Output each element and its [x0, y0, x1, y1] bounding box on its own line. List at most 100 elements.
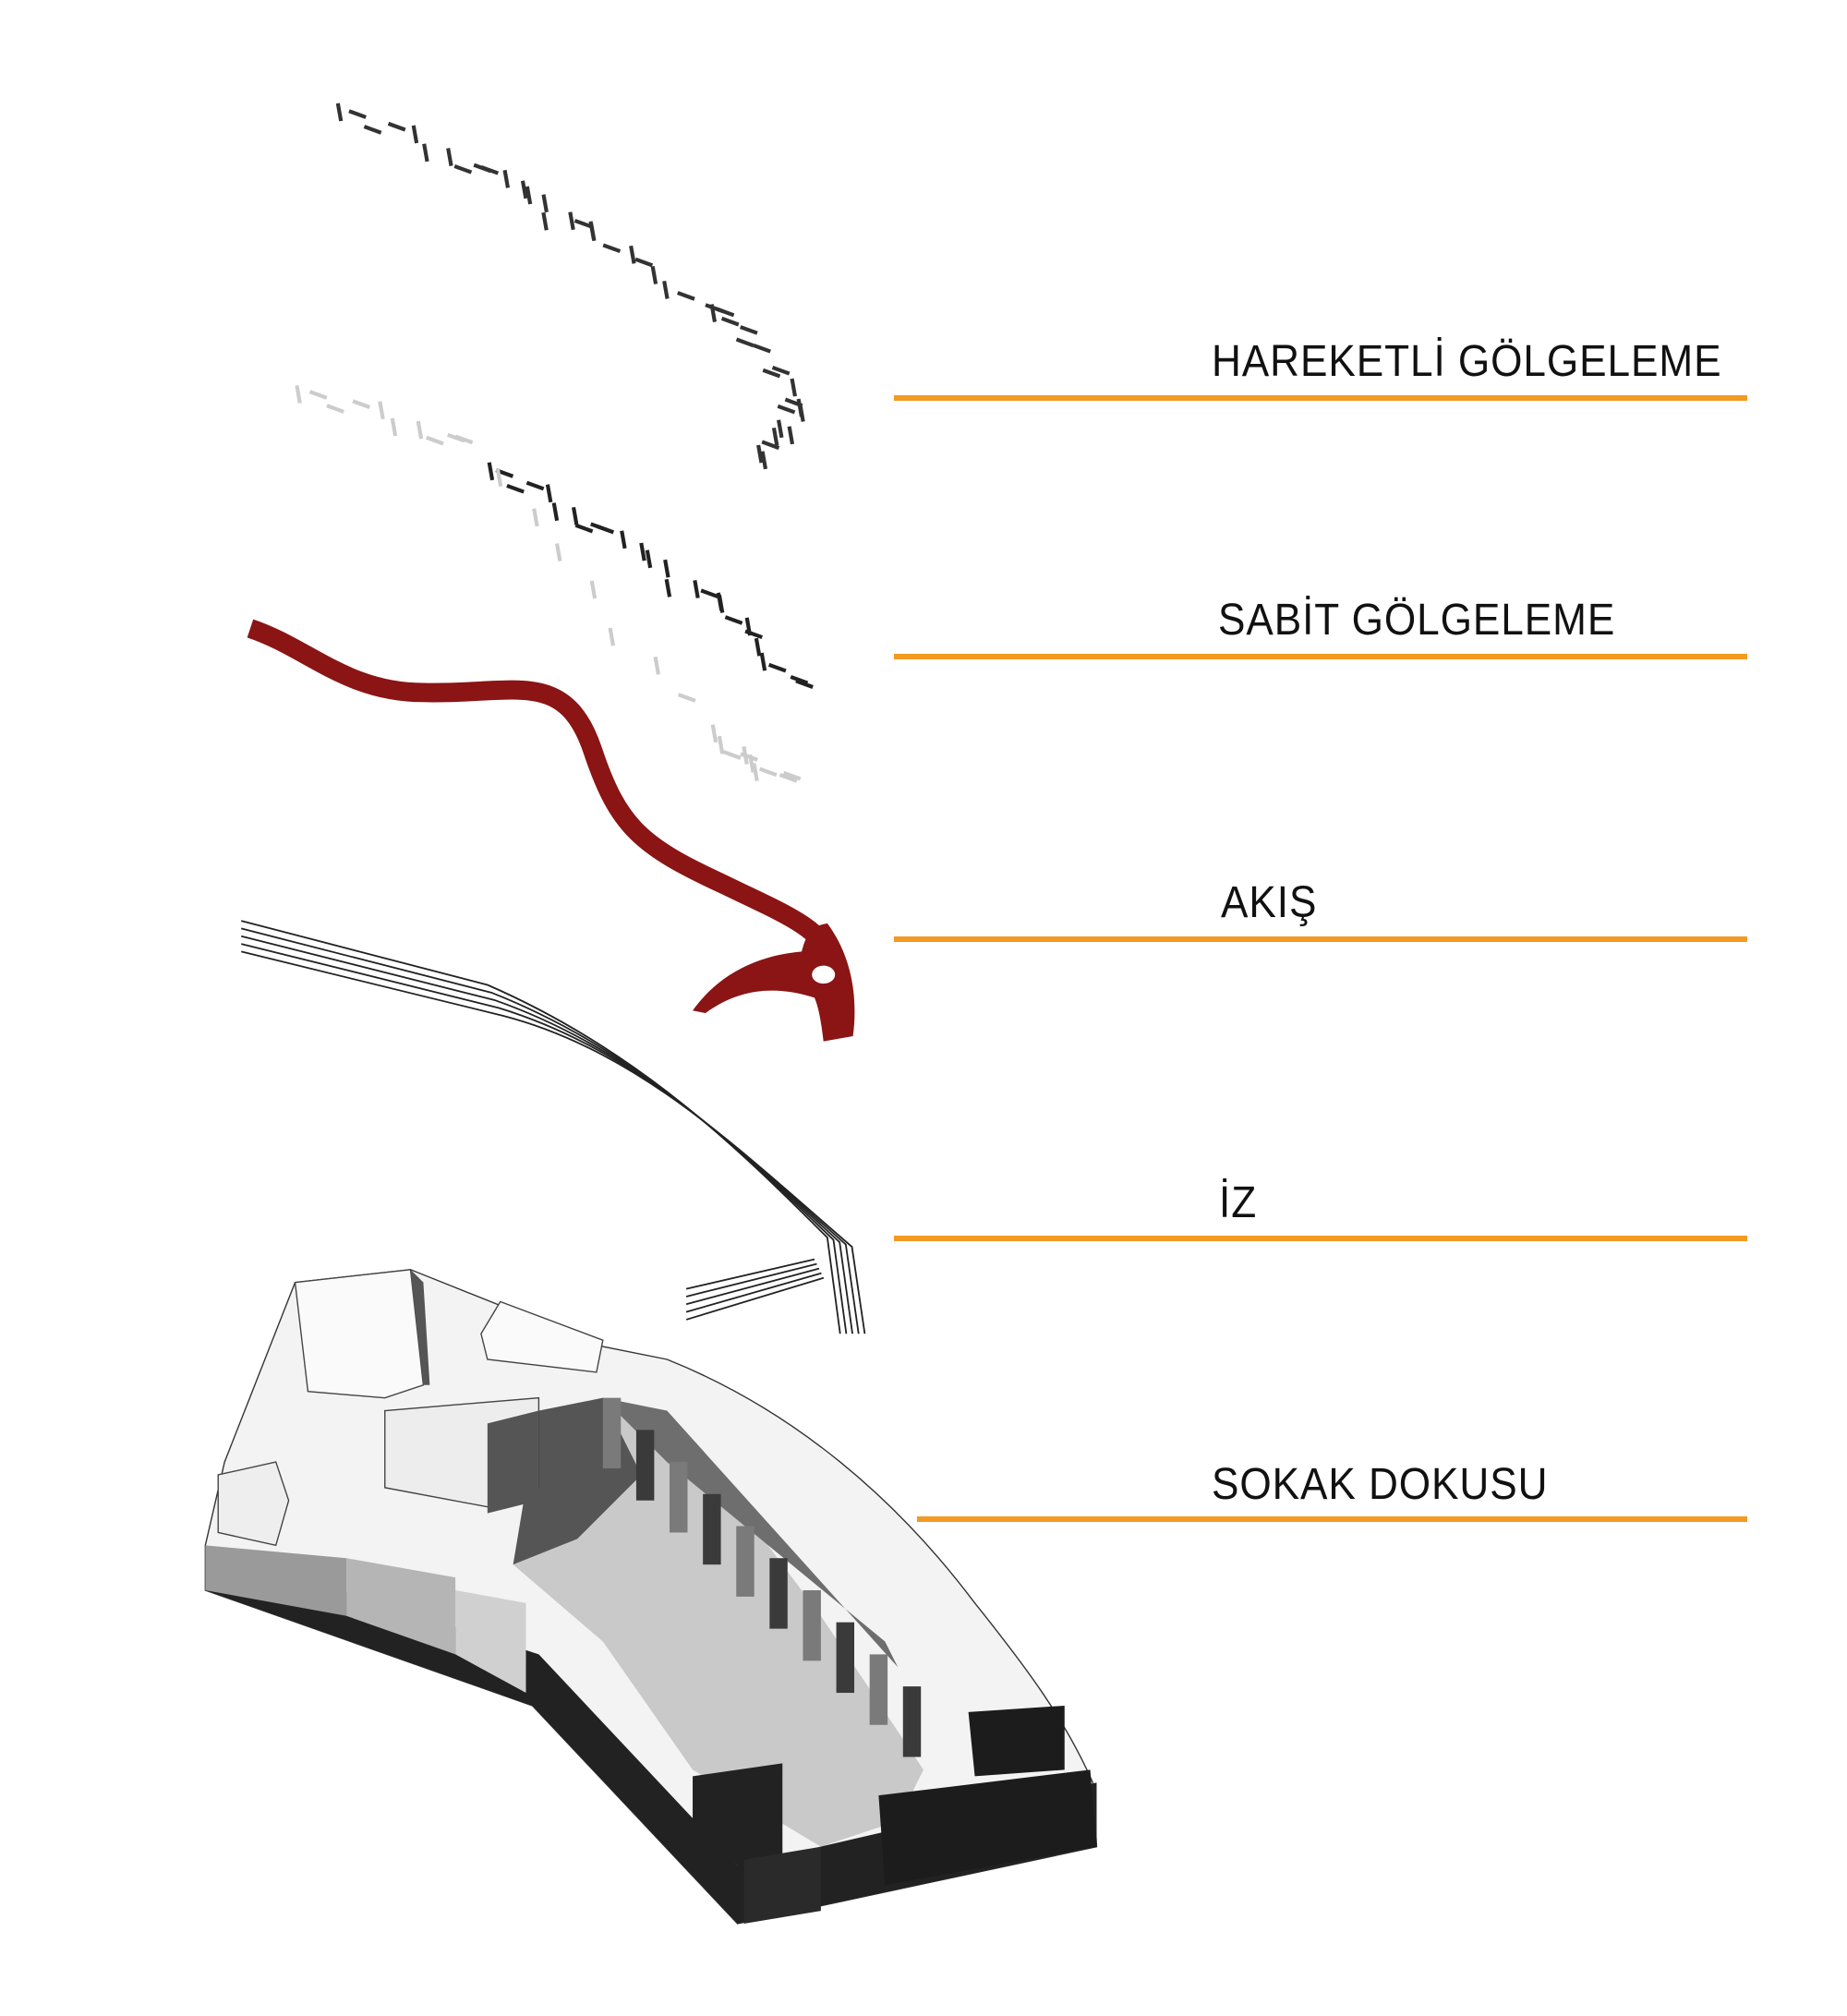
flow-head	[693, 923, 855, 1042]
wall-step	[803, 1589, 821, 1661]
shade-dash	[752, 763, 759, 781]
shade-dash	[387, 121, 406, 132]
shade-dash	[735, 337, 754, 348]
shade-dash	[525, 186, 533, 205]
shade-dash	[796, 398, 804, 417]
shade-dash	[602, 243, 622, 254]
shade-dash	[572, 506, 579, 525]
shade-dash	[426, 435, 444, 446]
shade-dash	[777, 404, 796, 415]
shade-dash	[502, 169, 511, 188]
building-a	[294, 1269, 425, 1399]
shade-dash	[756, 444, 764, 464]
trace-line	[685, 1258, 815, 1290]
shade-dash	[378, 401, 385, 420]
shade-dash	[717, 735, 725, 754]
shade-dash	[771, 365, 791, 376]
shade-dash	[326, 404, 344, 414]
shade-dash	[759, 652, 767, 671]
trace-line	[241, 935, 853, 1334]
leader-line-fixed-shading	[894, 654, 1747, 659]
shade-dash	[596, 524, 615, 535]
shade-dash	[754, 637, 762, 657]
shade-dash	[348, 109, 367, 119]
shade-dash	[760, 451, 768, 470]
shade-dash	[588, 223, 597, 242]
shade-dash	[762, 368, 781, 379]
building-a-side	[410, 1269, 430, 1385]
label-flow: AKIŞ	[1221, 878, 1318, 927]
shade-dash	[662, 280, 670, 299]
shade-dash	[700, 588, 719, 599]
shade-dash	[573, 218, 593, 229]
facade-mid	[346, 1558, 456, 1655]
shade-dash	[779, 773, 798, 783]
shade-dash	[495, 468, 503, 488]
shade-dash	[453, 163, 473, 175]
leader-line-moving-shading	[894, 395, 1747, 401]
shade-dash	[717, 594, 725, 613]
shade-dash	[753, 343, 771, 354]
wall-step	[602, 1397, 622, 1469]
shade-dash	[693, 580, 700, 598]
shade-dash	[568, 211, 575, 231]
trace-line	[685, 1272, 822, 1313]
shade-dash	[709, 304, 718, 322]
flow-path	[247, 619, 843, 964]
label-fixed-shading: SABİT GÖLGELEME	[1218, 596, 1616, 645]
shade-dash	[506, 483, 525, 494]
shade-dash	[677, 693, 696, 703]
shade-dash	[634, 257, 654, 268]
fixed-shading-layer	[295, 385, 814, 783]
shade-dash	[352, 399, 371, 409]
shade-dash	[744, 629, 763, 640]
stepped-wall	[602, 1397, 922, 1757]
building-e	[693, 1763, 783, 1866]
shade-dash	[589, 580, 598, 599]
wall-step	[635, 1430, 655, 1501]
shade-dash	[664, 578, 672, 598]
shade-dash	[554, 543, 562, 561]
wall-step	[902, 1686, 922, 1757]
leader-line-flow	[894, 936, 1747, 942]
shade-dash	[487, 462, 495, 481]
street-floor	[513, 1410, 924, 1847]
shade-dash	[677, 291, 695, 301]
shade-dash	[767, 662, 787, 673]
shade-dash	[758, 767, 778, 778]
trace-line	[685, 1262, 817, 1298]
shade-dash	[541, 194, 549, 213]
shade-dash	[716, 307, 735, 318]
shade-dash	[454, 434, 474, 445]
label-moving-shading: HAREKETLİ GÖLGELEME	[1212, 337, 1722, 386]
shade-dash	[574, 523, 594, 534]
shade-dash	[739, 325, 758, 335]
shade-dash	[308, 390, 328, 400]
label-trace: İZ	[1219, 1178, 1258, 1227]
label-street-fabric: SOKAK DOKUSU	[1212, 1460, 1549, 1509]
trace-line	[685, 1276, 825, 1321]
shade-dash	[416, 420, 424, 440]
shade-dash	[520, 180, 528, 199]
shade-dash	[608, 627, 616, 646]
shade-dash	[629, 245, 636, 264]
building-h	[743, 1846, 821, 1925]
flow-layer	[247, 619, 855, 1042]
shade-dash	[777, 419, 784, 439]
shade-dash	[720, 316, 740, 327]
trace-line	[685, 1267, 820, 1306]
shade-dash	[782, 770, 802, 781]
trace-layer	[240, 920, 866, 1334]
shade-dash	[541, 211, 549, 231]
shade-dash	[295, 385, 302, 404]
shade-dash	[532, 508, 539, 527]
shade-dash	[653, 656, 660, 675]
street-fabric-layer	[204, 1269, 1098, 1925]
shade-dash	[620, 530, 627, 549]
shade-dash	[446, 148, 453, 166]
shade-dash	[545, 484, 553, 503]
wall-step	[769, 1558, 788, 1629]
facade-light	[205, 1545, 347, 1616]
shade-dash	[650, 266, 658, 284]
shade-dash	[422, 143, 429, 163]
